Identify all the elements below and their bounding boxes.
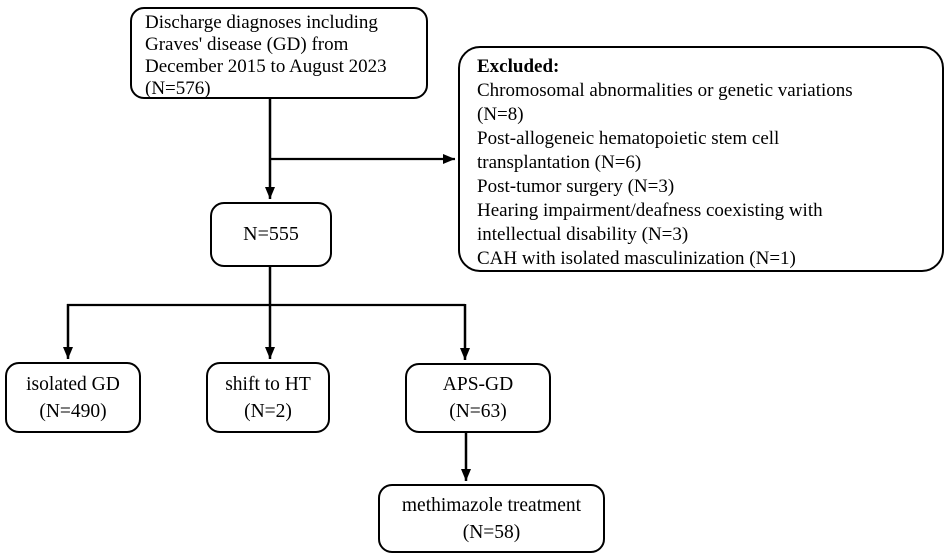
excluded-items: Chromosomal abnormalities or genetic var… [477, 79, 932, 271]
n555-label: N=555 [243, 223, 299, 245]
text-line: shift to HT [225, 373, 311, 395]
box-aps-gd: APS-GD (N=63) [405, 363, 551, 433]
text-line: APS-GD [442, 374, 514, 395]
text-line: (N=490) [39, 400, 107, 422]
text-line: isolated GD [26, 373, 120, 395]
box-methimazole-treatment: methimazole treatment (N=58) [378, 484, 605, 553]
text-line: Graves' disease (GD) from [145, 34, 349, 55]
text-line: December 2015 to August 2023 [145, 56, 387, 77]
box-n555: N=555 [210, 202, 332, 267]
box-excluded: Excluded: Chromosomal abnormalities or g… [458, 46, 944, 272]
box-isolated-gd: isolated GD (N=490) [5, 362, 141, 433]
text-line: Chromosomal abnormalities or genetic var… [477, 80, 853, 101]
text-line: methimazole treatment [401, 494, 582, 516]
box-shift-to-ht: shift to HT (N=2) [206, 362, 330, 433]
text-line: Hearing impairment/deafness coexisting w… [477, 200, 823, 221]
text-line: intellectual disability (N=3) [477, 224, 689, 245]
excluded-title: Excluded: [477, 56, 560, 77]
text-line: (N=576) [145, 78, 211, 99]
text-line: (N=58) [462, 521, 521, 543]
text-line: Discharge diagnoses including [145, 12, 378, 33]
text-line: transplantation (N=6) [477, 152, 642, 173]
text-line: Post-tumor surgery (N=3) [477, 176, 675, 197]
text-line: (N=8) [477, 104, 524, 125]
text-line: (N=63) [449, 401, 507, 422]
text-line: (N=2) [244, 400, 292, 422]
text-line: Post-allogeneic hematopoietic stem cell [477, 128, 780, 149]
text-line: CAH with isolated masculinization (N=1) [477, 248, 796, 269]
